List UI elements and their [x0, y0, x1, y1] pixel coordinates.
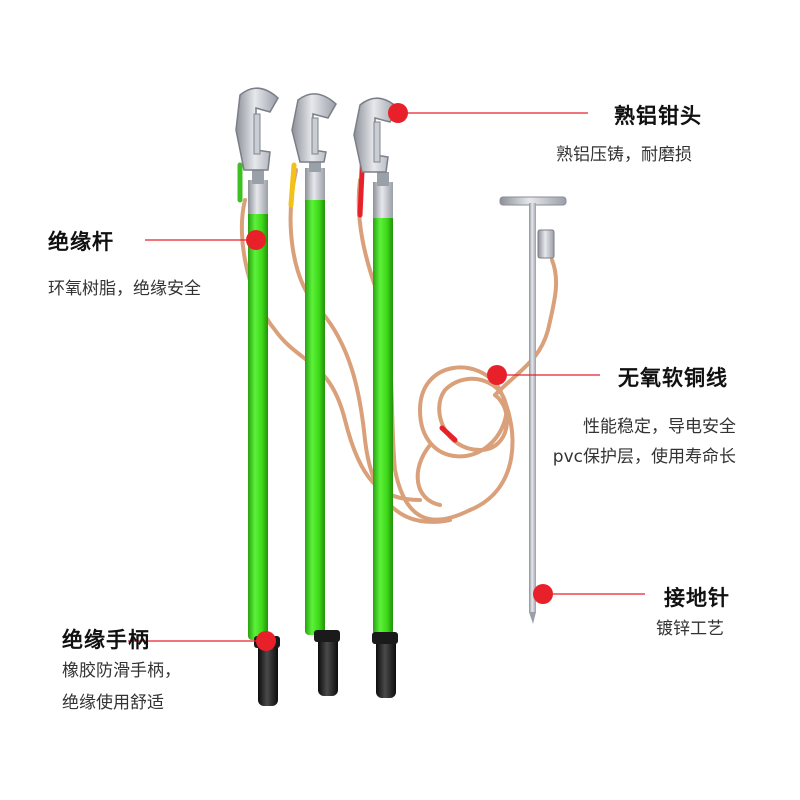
marker-wire	[487, 365, 507, 385]
wire-desc-2: pvc保护层，使用寿命长	[552, 447, 736, 467]
leader-lines	[128, 112, 645, 642]
rod-desc: 环氧树脂，绝缘安全	[48, 279, 201, 299]
callout-markers	[246, 103, 553, 651]
earth-rod-2	[291, 93, 340, 696]
handle-desc-2: 绝缘使用舒适	[62, 693, 164, 713]
marker-pin	[533, 584, 553, 604]
clamp-title: 熟铝钳头	[614, 104, 702, 128]
earth-rod-1	[235, 87, 280, 706]
wire-title: 无氧软铜线	[618, 366, 728, 390]
earth-rod-3	[353, 97, 399, 698]
pin-title: 接地针	[664, 586, 730, 610]
marker-clamp	[388, 103, 408, 123]
rod-title: 绝缘杆	[48, 230, 114, 254]
wire-desc-1: 性能稳定，导电安全	[583, 417, 736, 437]
grounding-pin	[499, 196, 567, 624]
pin-desc: 镀锌工艺	[656, 619, 724, 639]
clamp-desc: 熟铝压铸，耐磨损	[556, 145, 692, 165]
copper-cable	[239, 168, 559, 524]
handle-desc-1: 橡胶防滑手柄，	[62, 661, 181, 681]
handle-title: 绝缘手柄	[62, 628, 150, 652]
marker-handle	[256, 631, 276, 651]
marker-rod	[246, 230, 266, 250]
